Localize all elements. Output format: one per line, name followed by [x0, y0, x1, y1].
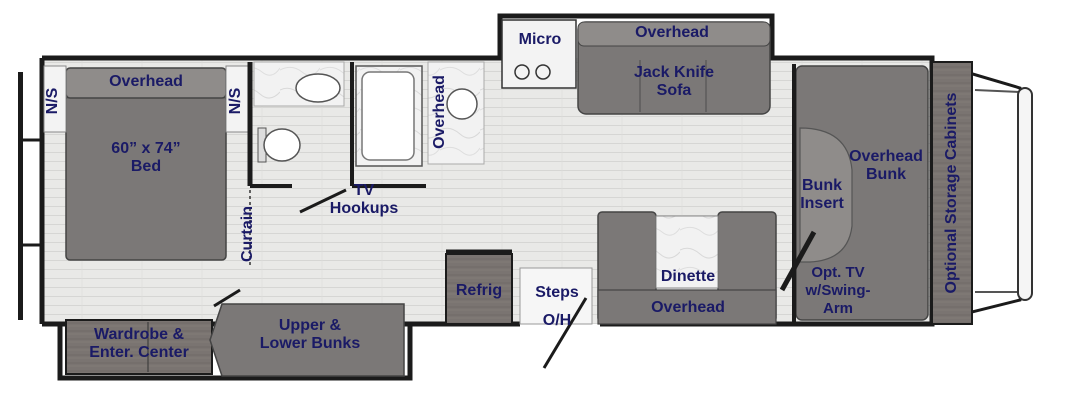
tv-hookups-label-2: Hookups — [329, 200, 399, 217]
sofa-label-2: Sofa — [656, 82, 692, 99]
bed-label: Bed — [130, 158, 162, 175]
curtain-label: Curtain — [239, 206, 256, 262]
wardrobe — [65, 319, 213, 375]
dinette-label: Dinette — [660, 268, 716, 285]
bunk-insert-label-1: Bunk — [802, 177, 842, 194]
bath-sink — [295, 73, 341, 103]
refrig-label: Refrig — [455, 282, 503, 299]
bunks-label-2: Lower Bunks — [259, 335, 361, 352]
micro-label: Micro — [518, 31, 562, 48]
bed — [65, 95, 227, 261]
nightstand-left — [43, 65, 67, 133]
tv-hookups-label-1: TV — [353, 182, 375, 199]
sofa-label-1: Jack Knife — [633, 64, 715, 81]
storage-cabinets — [931, 61, 973, 325]
microwave-range — [501, 19, 577, 89]
opt-tv-label-3: Arm — [822, 300, 853, 317]
bath-overhead-label: Overhead — [431, 75, 448, 149]
entry-steps — [519, 267, 593, 325]
dinette-overhead-label: Overhead — [651, 299, 725, 316]
overhead-bunk-label-1: Overhead — [849, 148, 923, 165]
bed-size-label: 60” x 74” — [111, 140, 181, 157]
bunk-insert — [799, 127, 853, 263]
rear-bumper — [18, 72, 23, 320]
bunks-label-1: Upper & — [278, 317, 342, 334]
bedroom-overhead-label: Overhead — [109, 73, 183, 90]
kitchen-overhead-label: Overhead — [635, 24, 709, 41]
wardrobe-label-1: Wardrobe & — [93, 326, 185, 343]
storage-cabinets-label: Optional Storage Cabinets — [943, 92, 960, 294]
ns-right-label: N/S — [227, 87, 244, 115]
ns-left-label: N/S — [44, 87, 61, 115]
bunk-insert-label-2: Insert — [800, 195, 844, 212]
bunks — [209, 303, 405, 377]
overhead-bunk-label-2: Bunk — [866, 166, 906, 183]
dinette-table — [655, 215, 719, 289]
oh-label: O/H — [542, 312, 572, 329]
opt-tv-label-1: Opt. TV — [811, 264, 865, 281]
opt-tv-label-2: w/Swing- — [805, 282, 871, 299]
wardrobe-label-2: Enter. Center — [89, 344, 189, 361]
steps-label: Steps — [535, 284, 579, 301]
